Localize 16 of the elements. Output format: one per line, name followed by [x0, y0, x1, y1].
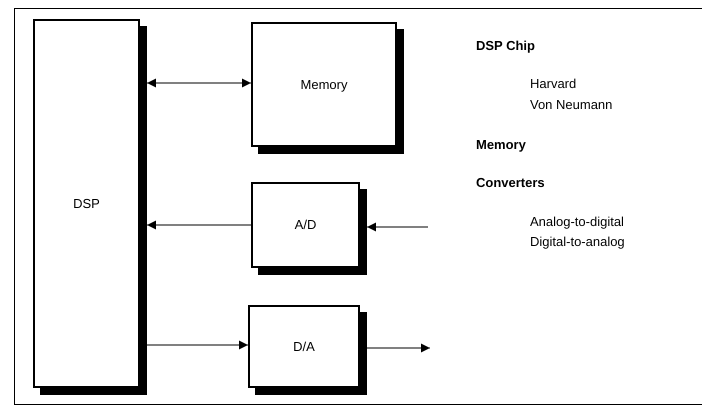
list-item-text: Digital-to-analog [530, 233, 625, 251]
arrow [146, 78, 252, 88]
list-item-text: Harvard [530, 75, 576, 93]
arrow [146, 340, 248, 350]
block-label: Memory [300, 76, 348, 94]
block-label: DSP [73, 194, 100, 213]
block-label: A/D [294, 216, 316, 234]
list-item-text: Analog-to-digital [530, 213, 624, 231]
heading-text: Memory [476, 136, 526, 154]
heading-text: Converters [476, 174, 545, 192]
block-label: D/A [293, 338, 315, 356]
arrow [146, 220, 252, 230]
list-item-text: Von Neumann [530, 96, 612, 114]
heading-text: DSP Chip [476, 37, 535, 55]
arrow [366, 344, 430, 352]
arrow [366, 222, 428, 232]
